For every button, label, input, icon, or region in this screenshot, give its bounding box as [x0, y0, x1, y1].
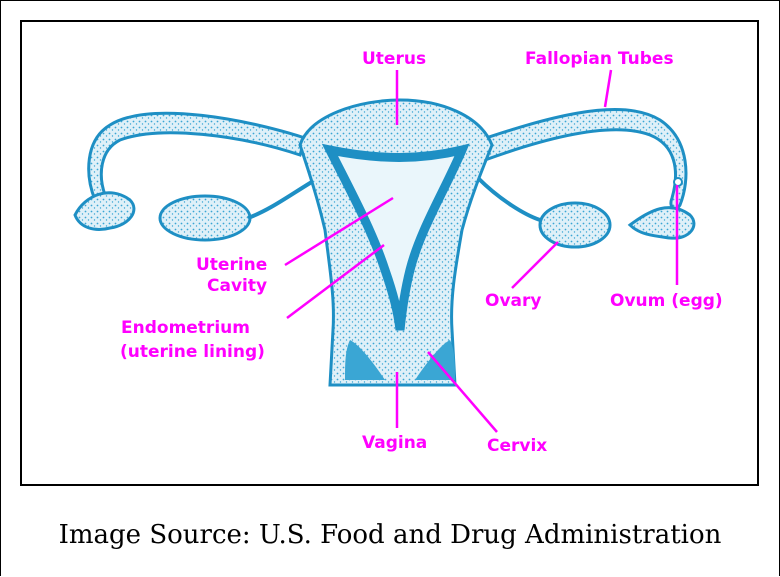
label-endometrium-2: (uterine lining)	[120, 342, 265, 362]
left-fallopian-tube	[89, 113, 305, 205]
cervix-leader	[428, 352, 497, 432]
image-source-caption: Image Source: U.S. Food and Drug Adminis…	[0, 520, 780, 550]
left-ovarian-ligament	[248, 180, 315, 218]
label-ovum: Ovum (egg)	[610, 291, 723, 311]
ovum	[674, 178, 682, 186]
fallopian-leader	[605, 70, 611, 107]
label-fallopian-tubes: Fallopian Tubes	[525, 49, 674, 69]
label-cervix: Cervix	[487, 436, 547, 456]
label-ovary: Ovary	[485, 291, 541, 311]
label-endometrium-1: Endometrium	[121, 318, 250, 338]
left-ovary	[160, 196, 250, 240]
ovary-leader	[512, 242, 558, 288]
label-uterine-cavity-2: Cavity	[207, 276, 267, 296]
right-fimbriae	[630, 208, 694, 239]
label-uterus: Uterus	[362, 49, 426, 69]
label-uterine-cavity-1: Uterine	[196, 255, 267, 275]
left-fimbriae	[75, 193, 134, 230]
right-ovarian-ligament	[478, 178, 540, 220]
right-fallopian-tube	[480, 110, 686, 209]
label-vagina: Vagina	[362, 433, 427, 453]
right-ovary	[540, 203, 610, 247]
